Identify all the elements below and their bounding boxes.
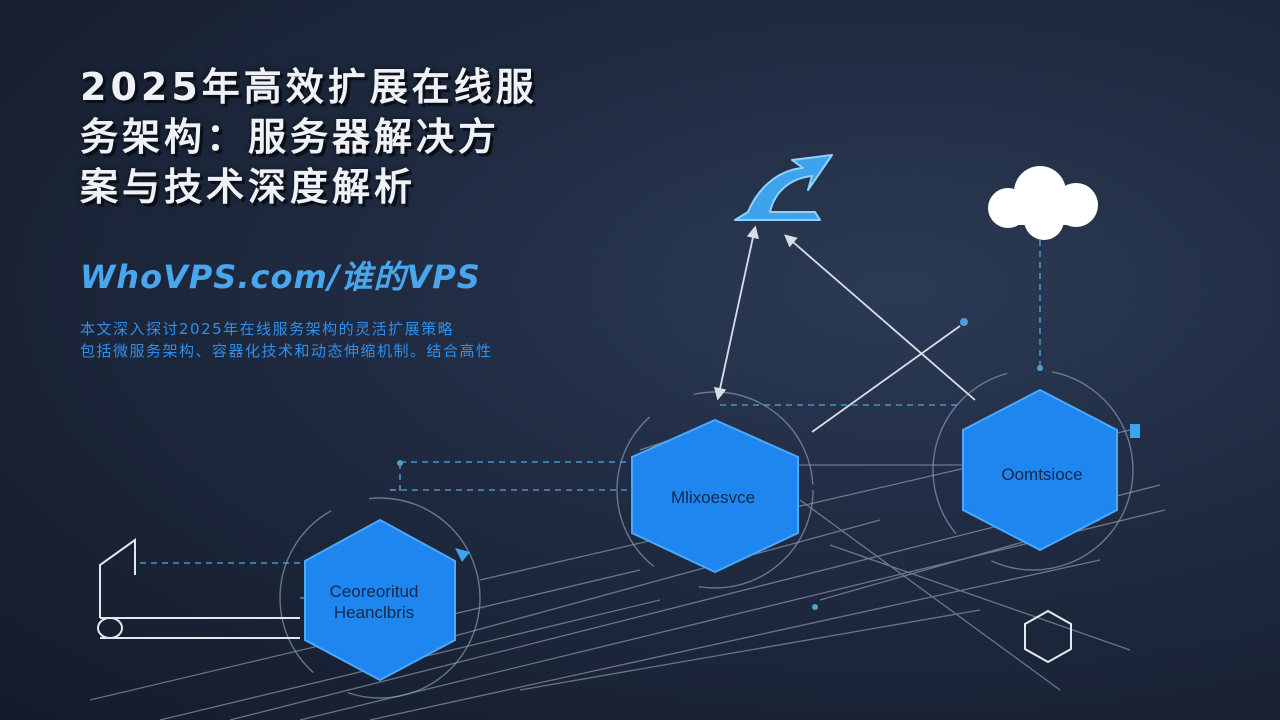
hex-node-left[interactable]: Ceoreoritud Heanclbris xyxy=(304,518,456,682)
hex-node-right[interactable]: Oomtsioce xyxy=(962,388,1118,552)
hexagon-outline-icon xyxy=(1024,609,1072,664)
hex-node-left-label-1: Ceoreoritud xyxy=(330,582,419,601)
description: 本文深入探讨2025年在线服务架构的灵活扩展策略 包括微服务架构、容器化技术和动… xyxy=(80,318,680,362)
hex-node-right-label: Oomtsioce xyxy=(1001,465,1082,484)
accent-marks xyxy=(455,424,1140,562)
connector-dots xyxy=(397,318,1043,610)
title-line: 2025年高效扩展在线服 xyxy=(80,65,538,109)
description-line: 本文深入探讨2025年在线服务架构的灵活扩展策略 xyxy=(80,320,455,338)
page-title: 2025年高效扩展在线服 务架构：服务器解决方 案与技术深度解析 xyxy=(80,62,600,212)
hex-node-middle-label: Mlixoesvce xyxy=(671,488,755,507)
curved-arrow-icon xyxy=(734,154,833,221)
description-line: 包括微服务架构、容器化技术和动态伸缩机制。结合高性 xyxy=(80,342,493,360)
brand-text: WhoVPS.com/谁的VPS xyxy=(80,258,481,296)
hex-node-left-label-2: Heanclbris xyxy=(334,603,414,622)
title-line: 务架构：服务器解决方 xyxy=(80,115,501,159)
cloud-icon xyxy=(988,166,1098,240)
hex-node-middle[interactable]: Mlixoesvce xyxy=(631,418,799,574)
left-bracket xyxy=(97,538,300,639)
flow-arrows xyxy=(713,225,976,433)
title-line: 案与技术深度解析 xyxy=(80,165,417,209)
